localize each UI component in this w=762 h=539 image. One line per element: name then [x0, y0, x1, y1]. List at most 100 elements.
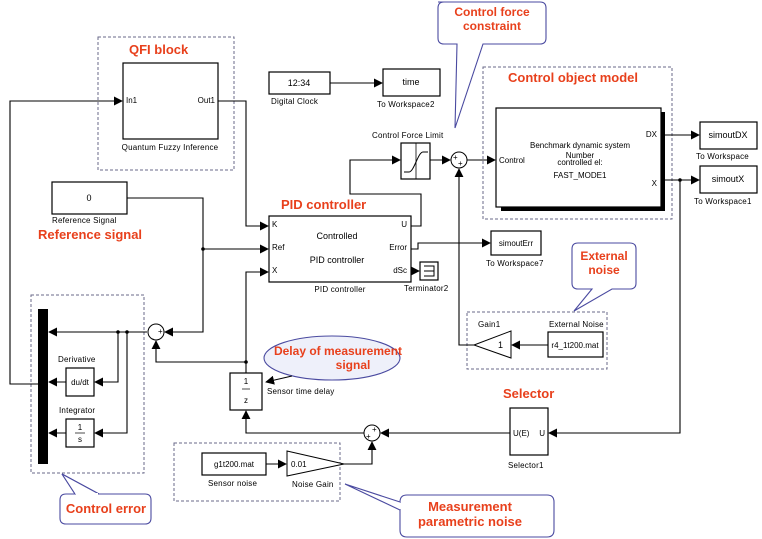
terminator-block[interactable]: Terminator2: [404, 261, 449, 293]
external-noise-block[interactable]: External Noise r4_1t200.mat: [547, 320, 604, 358]
svg-text:X: X: [272, 266, 278, 275]
svg-text:+: +: [453, 153, 458, 162]
svg-text:simoutX: simoutX: [712, 174, 745, 184]
svg-text:s: s: [78, 435, 82, 444]
svg-text:+: +: [158, 327, 163, 336]
selector-annotation: Selector: [503, 386, 554, 401]
svg-text:signal: signal: [336, 358, 371, 372]
to-workspace7-block[interactable]: simoutErr To Workspace7: [486, 230, 544, 268]
svg-text:Control error: Control error: [66, 501, 146, 516]
saturation-curve-icon: [404, 151, 428, 173]
svg-text:1: 1: [78, 423, 83, 432]
sum-error-block[interactable]: + -: [147, 323, 165, 343]
derivative-block[interactable]: Derivative du/dt: [58, 355, 96, 397]
measurement-noise-callout: Measurement parametric noise: [344, 483, 555, 538]
svg-text:+: +: [366, 432, 371, 441]
control-force-constraint-callout: Control force constraint: [437, 1, 547, 129]
noise-gain-block[interactable]: 0.01 Noise Gain: [286, 450, 345, 489]
svg-text:Quantum Fuzzy Inference: Quantum Fuzzy Inference: [122, 143, 219, 152]
svg-text:z: z: [244, 396, 248, 405]
svg-text:controlled el:: controlled el:: [557, 158, 602, 167]
svg-text:K: K: [272, 220, 278, 229]
svg-text:Control: Control: [499, 156, 525, 165]
external-noise-callout: External noise: [571, 242, 637, 312]
svg-text:Gain1: Gain1: [478, 320, 501, 329]
svg-text:X: X: [652, 179, 658, 188]
svg-text:Sensor time delay: Sensor time delay: [267, 387, 334, 396]
reference-signal-block[interactable]: 0 Reference Signal: [51, 181, 128, 225]
control-force-limit-block[interactable]: Control Force Limit: [372, 131, 444, 180]
svg-text:PID controller: PID controller: [310, 255, 365, 265]
svg-text:External: External: [580, 249, 627, 263]
svg-text:Derivative: Derivative: [58, 355, 96, 364]
control-error-callout: Control error: [59, 473, 152, 525]
svg-text:Noise Gain: Noise Gain: [292, 480, 334, 489]
svg-text:g1t200.mat: g1t200.mat: [214, 460, 255, 469]
svg-text:U(E): U(E): [513, 429, 530, 438]
wire-junctions: [116, 178, 682, 364]
svg-text:External Noise: External Noise: [549, 320, 604, 329]
reference-signal-annotation: Reference signal: [38, 227, 142, 242]
to-workspace2-block[interactable]: time To Workspace2: [377, 68, 441, 109]
svg-text:Digital Clock: Digital Clock: [271, 97, 319, 106]
svg-text:Number: Number: [566, 151, 595, 160]
svg-text:Terminator2: Terminator2: [404, 284, 449, 293]
digital-clock-block[interactable]: 12:34 Digital Clock: [268, 71, 331, 106]
svg-text:Measurement: Measurement: [428, 499, 512, 514]
svg-text:time: time: [402, 77, 419, 87]
svg-text:Controlled: Controlled: [316, 231, 357, 241]
svg-text:parametric noise: parametric noise: [418, 514, 522, 529]
svg-text:U: U: [539, 429, 545, 438]
svg-text:constraint: constraint: [463, 19, 521, 33]
svg-text:Control Force Limit: Control Force Limit: [372, 131, 444, 140]
svg-text:0.01: 0.01: [291, 460, 307, 469]
control-object-model-annotation: Control object model: [508, 70, 638, 85]
sensor-time-delay-block[interactable]: 1 z Sensor time delay: [229, 372, 334, 411]
qfi-group-frame: [97, 36, 235, 171]
svg-text:Integrator: Integrator: [59, 406, 95, 415]
svg-text:1: 1: [244, 377, 249, 386]
plant-group-frame: [482, 66, 673, 220]
svg-text:+: +: [372, 425, 377, 434]
svg-text:Error: Error: [389, 243, 407, 252]
svg-text:r4_1t200.mat: r4_1t200.mat: [551, 341, 599, 350]
signal-wires: [9, 78, 700, 469]
sum-control-block[interactable]: + +: [450, 151, 468, 169]
qfi-block[interactable]: In1 Out1 Quantum Fuzzy Inference: [122, 62, 219, 152]
plant-block[interactable]: Control DX X Benchmark dynamic system Nu…: [495, 107, 665, 211]
svg-text:simoutDX: simoutDX: [708, 130, 747, 140]
external-noise-group-frame: [466, 311, 608, 370]
svg-text:Delay of measurement: Delay of measurement: [274, 344, 402, 358]
svg-text:U: U: [401, 220, 407, 229]
svg-text:du/dt: du/dt: [71, 378, 90, 387]
svg-text:0: 0: [86, 193, 91, 203]
svg-text:Out1: Out1: [198, 96, 216, 105]
svg-text:+: +: [458, 159, 463, 168]
svg-text:To Workspace: To Workspace: [696, 152, 749, 161]
mux-bar[interactable]: [38, 309, 48, 464]
pid-controller-block[interactable]: K Ref X U Error dSc Controlled PID contr…: [268, 215, 412, 294]
sensor-noise-block[interactable]: g1t200.mat Sensor noise: [201, 452, 267, 488]
integrator-block[interactable]: Integrator 1 s: [59, 406, 95, 448]
terminator-icon: [424, 265, 435, 277]
svg-text:simoutErr: simoutErr: [499, 239, 534, 248]
svg-text:PID controller: PID controller: [314, 285, 365, 294]
gain1-block[interactable]: Gain1 1: [472, 320, 512, 359]
svg-text:dSc: dSc: [393, 266, 407, 275]
svg-text:To Workspace1: To Workspace1: [694, 197, 752, 206]
svg-text:Selector1: Selector1: [508, 461, 544, 470]
svg-text:Reference Signal: Reference Signal: [52, 216, 117, 225]
to-workspace-block[interactable]: simoutDX To Workspace: [696, 121, 758, 161]
selector1-block[interactable]: U(E) U Selector1: [508, 407, 549, 470]
svg-text:Sensor noise: Sensor noise: [208, 479, 257, 488]
svg-text:Benchmark dynamic system: Benchmark dynamic system: [530, 141, 630, 150]
svg-text:Ref: Ref: [272, 243, 285, 252]
sensor-noise-group-frame: [173, 442, 341, 502]
svg-text:FAST_MODE1: FAST_MODE1: [554, 171, 607, 180]
svg-text:DX: DX: [646, 130, 658, 139]
to-workspace1-block[interactable]: simoutX To Workspace1: [694, 165, 758, 206]
svg-text:-: -: [151, 334, 154, 343]
qfi-block-annotation: QFI block: [129, 42, 189, 57]
sum-noise-block[interactable]: + +: [363, 424, 381, 442]
